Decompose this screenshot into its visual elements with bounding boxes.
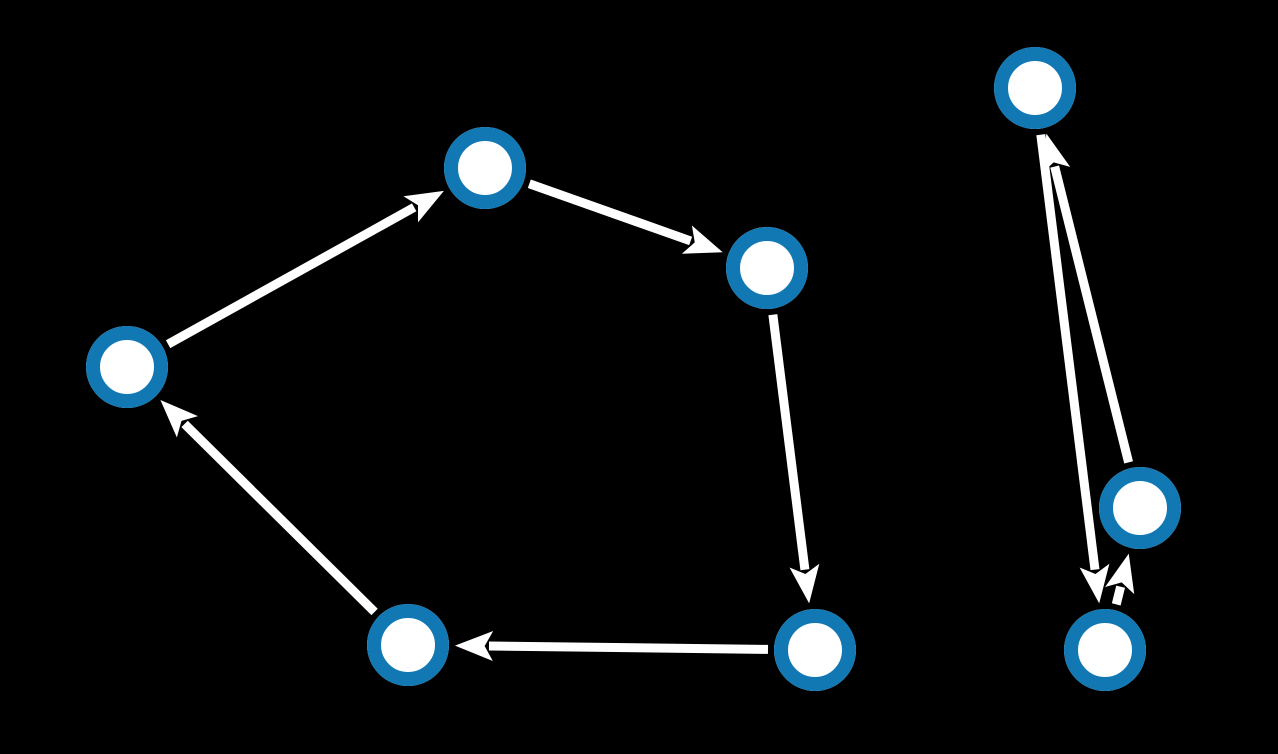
edge-center-to-bottom-center[interactable]: [768, 314, 820, 604]
node-left[interactable]: [86, 326, 168, 408]
node-center[interactable]: [726, 227, 808, 309]
edge-line: [527, 179, 693, 246]
node-bottom-center[interactable]: [774, 609, 856, 691]
edge-arrowhead-icon: [1105, 553, 1135, 595]
node-ring: [774, 609, 856, 691]
edge-right-to-top-right[interactable]: [1041, 133, 1133, 464]
edge-line: [768, 314, 810, 571]
node-top-left[interactable]: [444, 127, 526, 209]
node-ring: [1064, 609, 1146, 691]
edge-arrowhead-icon: [789, 563, 820, 604]
node-bottom-right[interactable]: [1064, 609, 1146, 691]
node-ring: [367, 604, 449, 686]
edge-bottom-left-to-left[interactable]: [160, 400, 378, 616]
edge-arrowhead-icon: [454, 631, 494, 662]
edge-top-right-to-bottom-right[interactable]: [1036, 134, 1110, 604]
edge-top-left-to-center[interactable]: [527, 179, 723, 254]
node-ring: [726, 227, 808, 309]
node-ring: [444, 127, 526, 209]
edge-bottom-right-to-right[interactable]: [1105, 553, 1135, 606]
node-ring: [86, 326, 168, 408]
edge-line: [1111, 585, 1125, 606]
edge-bottom-center-to-bottom-left[interactable]: [454, 631, 769, 662]
node-ring: [994, 47, 1076, 129]
node-right[interactable]: [1099, 467, 1181, 549]
edges-layer: [160, 133, 1135, 662]
edge-arrowhead-icon: [160, 400, 198, 438]
edge-line: [1050, 165, 1133, 464]
edge-arrowhead-icon: [681, 225, 723, 254]
edge-arrowhead-icon: [1079, 563, 1110, 604]
node-bottom-left[interactable]: [367, 604, 449, 686]
nodes-layer: [86, 47, 1181, 691]
edge-line: [181, 420, 378, 616]
edge-line: [165, 203, 417, 349]
edge-left-to-top-left[interactable]: [165, 190, 444, 349]
node-top-right[interactable]: [994, 47, 1076, 129]
edge-line: [488, 641, 769, 654]
edge-arrowhead-icon: [403, 190, 444, 223]
edge-line: [1036, 134, 1100, 571]
node-ring: [1099, 467, 1181, 549]
edge-arrowhead-icon: [1041, 133, 1071, 175]
